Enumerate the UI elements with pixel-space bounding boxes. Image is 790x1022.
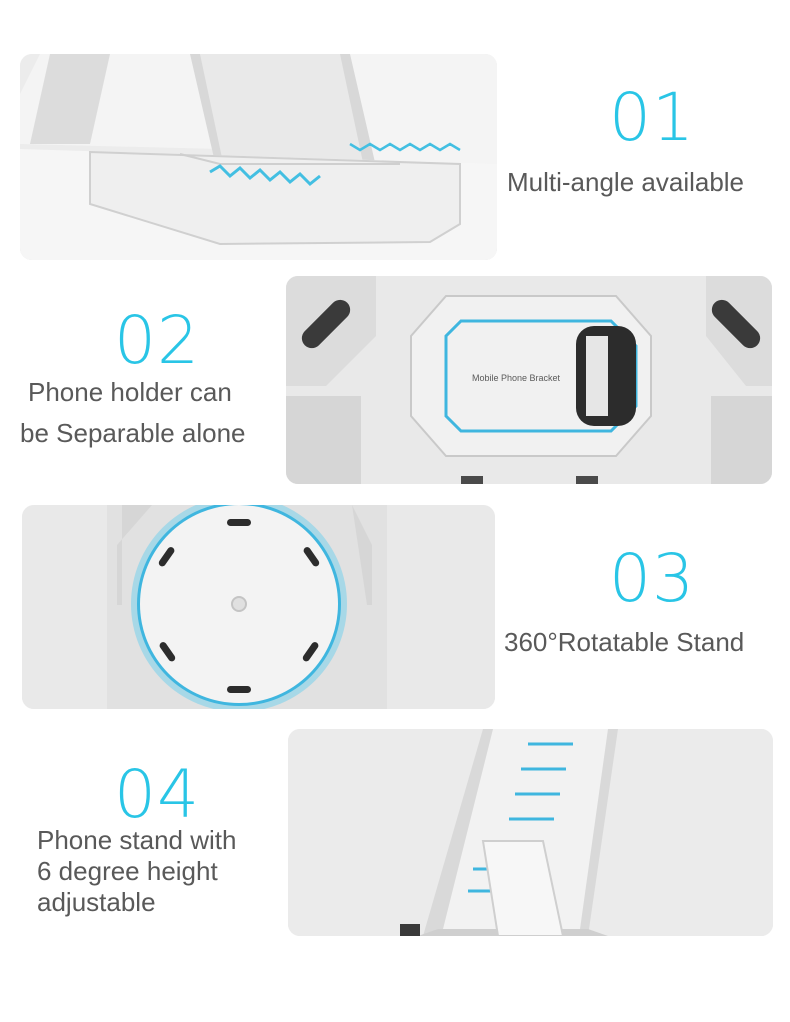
rotatable-stand-illustration xyxy=(22,505,495,709)
section-number-02: 02 xyxy=(114,302,200,379)
section-caption-01: Multi-angle available xyxy=(507,167,744,198)
caption-line: Multi-angle available xyxy=(507,167,745,197)
section-caption-02: Phone holder can xyxy=(28,377,232,408)
photo-rotatable-stand xyxy=(22,505,495,709)
caption-line: 6 degree height xyxy=(37,856,218,886)
stand-angles-illustration xyxy=(20,54,497,260)
phone-holder-illustration: Mobile Phone Bracket xyxy=(286,276,772,484)
photo-phone-holder: Mobile Phone Bracket xyxy=(286,276,772,484)
caption-line: 360°Rotatable Stand xyxy=(504,627,745,657)
caption-line: be Separable alone xyxy=(20,418,246,448)
caption-line: adjustable xyxy=(37,887,156,917)
section-number-01: 01 xyxy=(609,79,695,156)
section-caption-03: 360°Rotatable Stand xyxy=(504,627,744,658)
photo-height-adjustable xyxy=(288,729,773,936)
section-caption-02b: be Separable alone xyxy=(20,418,246,449)
height-adjustable-illustration xyxy=(288,729,773,936)
caption-line: Phone holder can xyxy=(28,377,232,407)
section-number-03: 03 xyxy=(609,540,695,617)
section-number-04: 04 xyxy=(114,756,200,833)
section-caption-04: Phone stand with 6 degree height adjusta… xyxy=(37,825,236,918)
caption-line: Phone stand with xyxy=(37,825,237,855)
engraved-label: Mobile Phone Bracket xyxy=(472,373,561,383)
photo-stand-angles xyxy=(20,54,497,260)
